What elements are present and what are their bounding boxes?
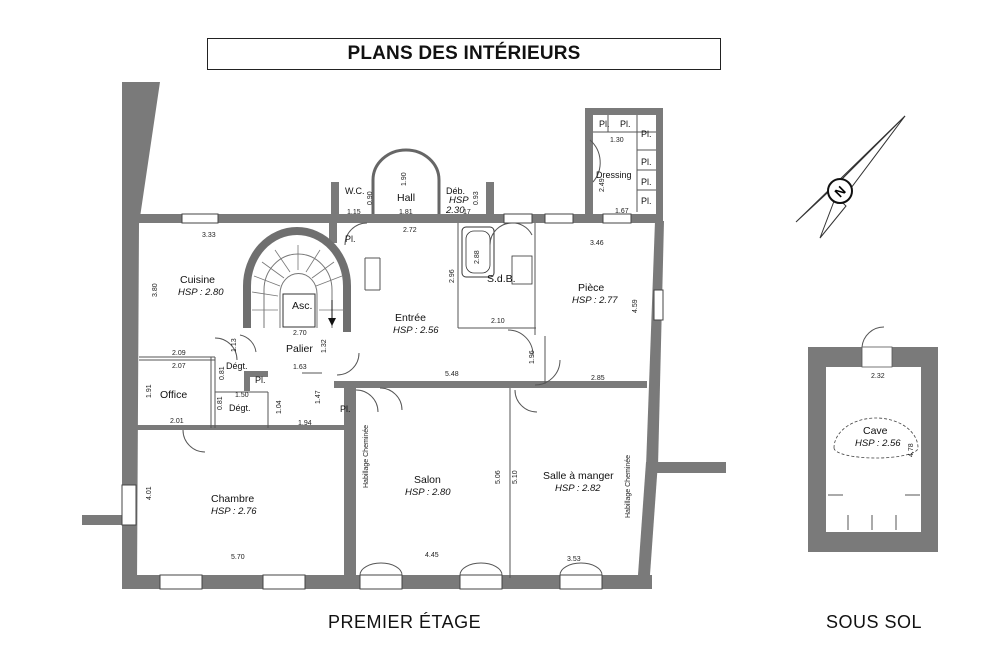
dim: 5.70 <box>231 554 245 561</box>
dim: 4.59 <box>632 299 639 313</box>
placard-label: Pl. <box>641 177 652 187</box>
dim: 3.33 <box>202 232 216 239</box>
staircase <box>243 227 351 332</box>
dim: 1.15 <box>347 209 361 216</box>
dim: 1.96 <box>529 350 536 364</box>
dim: 1.50 <box>235 392 249 399</box>
room-wc: W.C. <box>345 186 365 196</box>
dim: 1.90 <box>401 172 408 186</box>
habillage-cheminee-salon: Habillage Cheminée <box>363 425 370 488</box>
placard-label: Pl. <box>641 129 652 139</box>
dim: 1.94 <box>298 420 312 427</box>
habillage-cheminee-salle: Habillage Cheminée <box>625 455 632 518</box>
room-degt-1: Dégt. <box>226 361 248 371</box>
dim: 3.53 <box>567 556 581 563</box>
room-cave: Cave <box>863 425 888 437</box>
hall-rotunda <box>371 148 441 214</box>
hsp-deb-value: 2.30 <box>445 205 465 216</box>
exterior-walls <box>82 82 726 589</box>
dim: 5.10 <box>512 470 519 484</box>
dim: 2.72 <box>403 227 417 234</box>
hsp-salle-a-manger: HSP : 2.82 <box>555 483 601 494</box>
basement-walls <box>808 326 938 552</box>
placard-label: Pl. <box>345 234 356 244</box>
hsp-piece: HSP : 2.77 <box>572 295 618 306</box>
hsp-cuisine: HSP : 2.80 <box>178 287 224 298</box>
windows <box>121 213 664 590</box>
room-sdb: S.d.B. <box>487 273 516 285</box>
dim: 1.30 <box>610 137 624 144</box>
room-asc: Asc. <box>292 300 312 312</box>
placard-label: Pl. <box>620 119 631 129</box>
room-hall: Hall <box>397 192 415 204</box>
dim: 1.67 <box>615 208 629 215</box>
room-salon: Salon <box>414 474 441 486</box>
dim: 4.78 <box>908 443 915 457</box>
room-dressing: Dressing <box>596 170 632 180</box>
room-degt-2: Dégt. <box>229 403 251 413</box>
room-deb: Déb. <box>446 186 465 196</box>
dim: 2.85 <box>591 375 605 382</box>
dim: 1.32 <box>321 339 328 353</box>
dim: 1.63 <box>293 364 307 371</box>
dim: 2.49 <box>599 178 606 192</box>
placard-label: Pl. <box>255 375 266 385</box>
placard-label: Pl. <box>599 119 610 129</box>
interior-lines <box>139 115 656 578</box>
plan-title: PLANS DES INTÉRIEURS <box>207 38 721 70</box>
placard-label: Pl. <box>641 196 652 206</box>
dim: 0.93 <box>473 191 480 205</box>
dim: 1.81 <box>399 209 413 216</box>
dim: 2.09 <box>172 350 186 357</box>
dim: 2.01 <box>170 418 184 425</box>
hsp-salon: HSP : 2.80 <box>405 487 451 498</box>
dim: 4.45 <box>425 552 439 559</box>
dim: 1.04 <box>276 400 283 414</box>
dim: 2.96 <box>449 269 456 283</box>
caption-sous-sol: SOUS SOL <box>826 612 923 632</box>
dim: 5.48 <box>445 371 459 378</box>
dim: 5.06 <box>495 470 502 484</box>
room-cuisine: Cuisine <box>180 274 215 286</box>
dim: 3.80 <box>152 283 159 297</box>
dim: 0.81 <box>217 396 224 410</box>
dim: 1.13 <box>231 338 238 352</box>
bathtub <box>461 226 533 285</box>
hsp-chambre: HSP : 2.76 <box>211 506 257 517</box>
room-salle-a-manger: Salle à manger <box>543 470 614 482</box>
hsp-deb: HSP <box>449 195 469 206</box>
dim: 1.91 <box>146 384 153 398</box>
compass <box>795 115 906 239</box>
room-palier: Palier <box>286 343 313 355</box>
room-office: Office <box>160 389 187 401</box>
hsp-cave: HSP : 2.56 <box>855 438 901 449</box>
dim: 1.47 <box>315 390 322 404</box>
dim: 0.81 <box>219 366 226 380</box>
placard-label: Pl. <box>340 404 351 414</box>
placard-label: Pl. <box>641 157 652 167</box>
caption-premier-etage: PREMIER ÉTAGE <box>328 612 482 632</box>
dim: 2.32 <box>871 373 885 380</box>
dim: 17 <box>463 209 471 216</box>
dim: 2.70 <box>293 330 307 337</box>
room-piece: Pièce <box>578 282 604 294</box>
hsp-entree: HSP : 2.56 <box>393 325 439 336</box>
dim: 2.10 <box>491 318 505 325</box>
dim: 0.90 <box>367 191 374 205</box>
room-entree: Entrée <box>395 312 426 324</box>
dim: 3.46 <box>590 240 604 247</box>
dim: 2.07 <box>172 363 186 370</box>
room-chambre: Chambre <box>211 493 254 505</box>
dim: 4.01 <box>146 486 153 500</box>
dim: 2.88 <box>474 250 481 264</box>
